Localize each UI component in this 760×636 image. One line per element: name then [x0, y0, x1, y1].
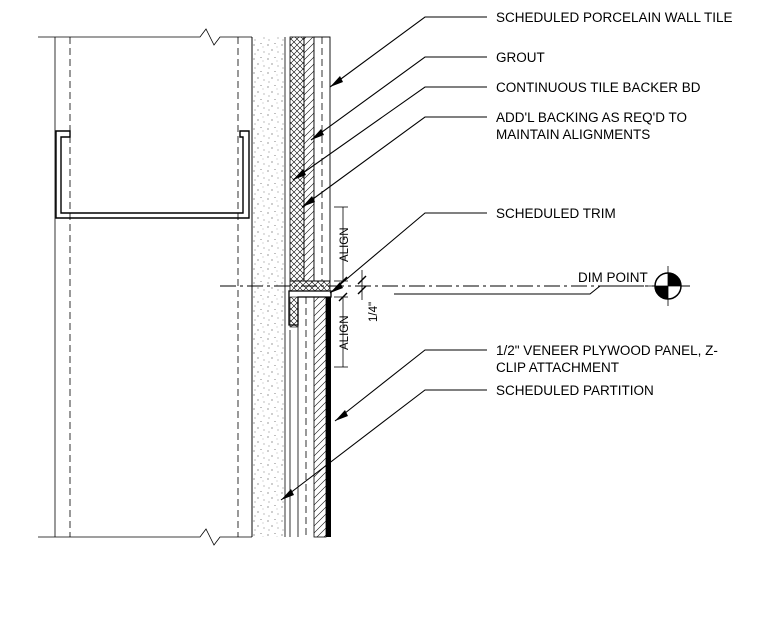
- leader-partition: [280, 389, 487, 501]
- additional-backing: [289, 36, 305, 282]
- dim-point-symbol: [648, 266, 688, 306]
- plywood-panel: [289, 296, 331, 538]
- callout-partition: SCHEDULED PARTITION: [496, 383, 654, 398]
- callout-grout: GROUT: [496, 50, 545, 65]
- callout-dim-point: DIM POINT: [578, 270, 648, 285]
- leader-dim-point: [394, 285, 644, 295]
- callout-plywood-line1: 1/2" VENEER PLYWOOD PANEL, Z-: [496, 343, 718, 358]
- callout-tile-backer: CONTINUOUS TILE BACKER BD: [496, 80, 701, 95]
- leader-backing: [301, 116, 487, 208]
- leader-trim: [329, 212, 487, 294]
- align-upper-label: ALIGN: [339, 227, 351, 262]
- partition-framing: [38, 28, 253, 546]
- callout-plywood-line2: CLIP ATTACHMENT: [496, 360, 619, 375]
- leader-grout: [310, 56, 487, 141]
- callout-trim: SCHEDULED TRIM: [496, 206, 616, 221]
- callout-backing-line2: MAINTAIN ALIGNMENTS: [496, 127, 650, 142]
- tile-backer-board: [303, 36, 315, 282]
- quarter-inch-dimension: [357, 270, 367, 300]
- leader-plywood: [334, 349, 487, 422]
- leader-wall-tile: [329, 16, 487, 88]
- callout-backing-line1: ADD'L BACKING AS REQ'D TO: [496, 110, 687, 125]
- align-lower-label: ALIGN: [339, 315, 351, 350]
- gypsum-board: [251, 37, 286, 537]
- quarter-inch-label: 1/4": [368, 302, 380, 322]
- leader-tile-backer: [292, 86, 487, 181]
- callout-wall-tile: SCHEDULED PORCELAIN WALL TILE: [496, 10, 733, 25]
- align-dimension-lower: [334, 292, 348, 368]
